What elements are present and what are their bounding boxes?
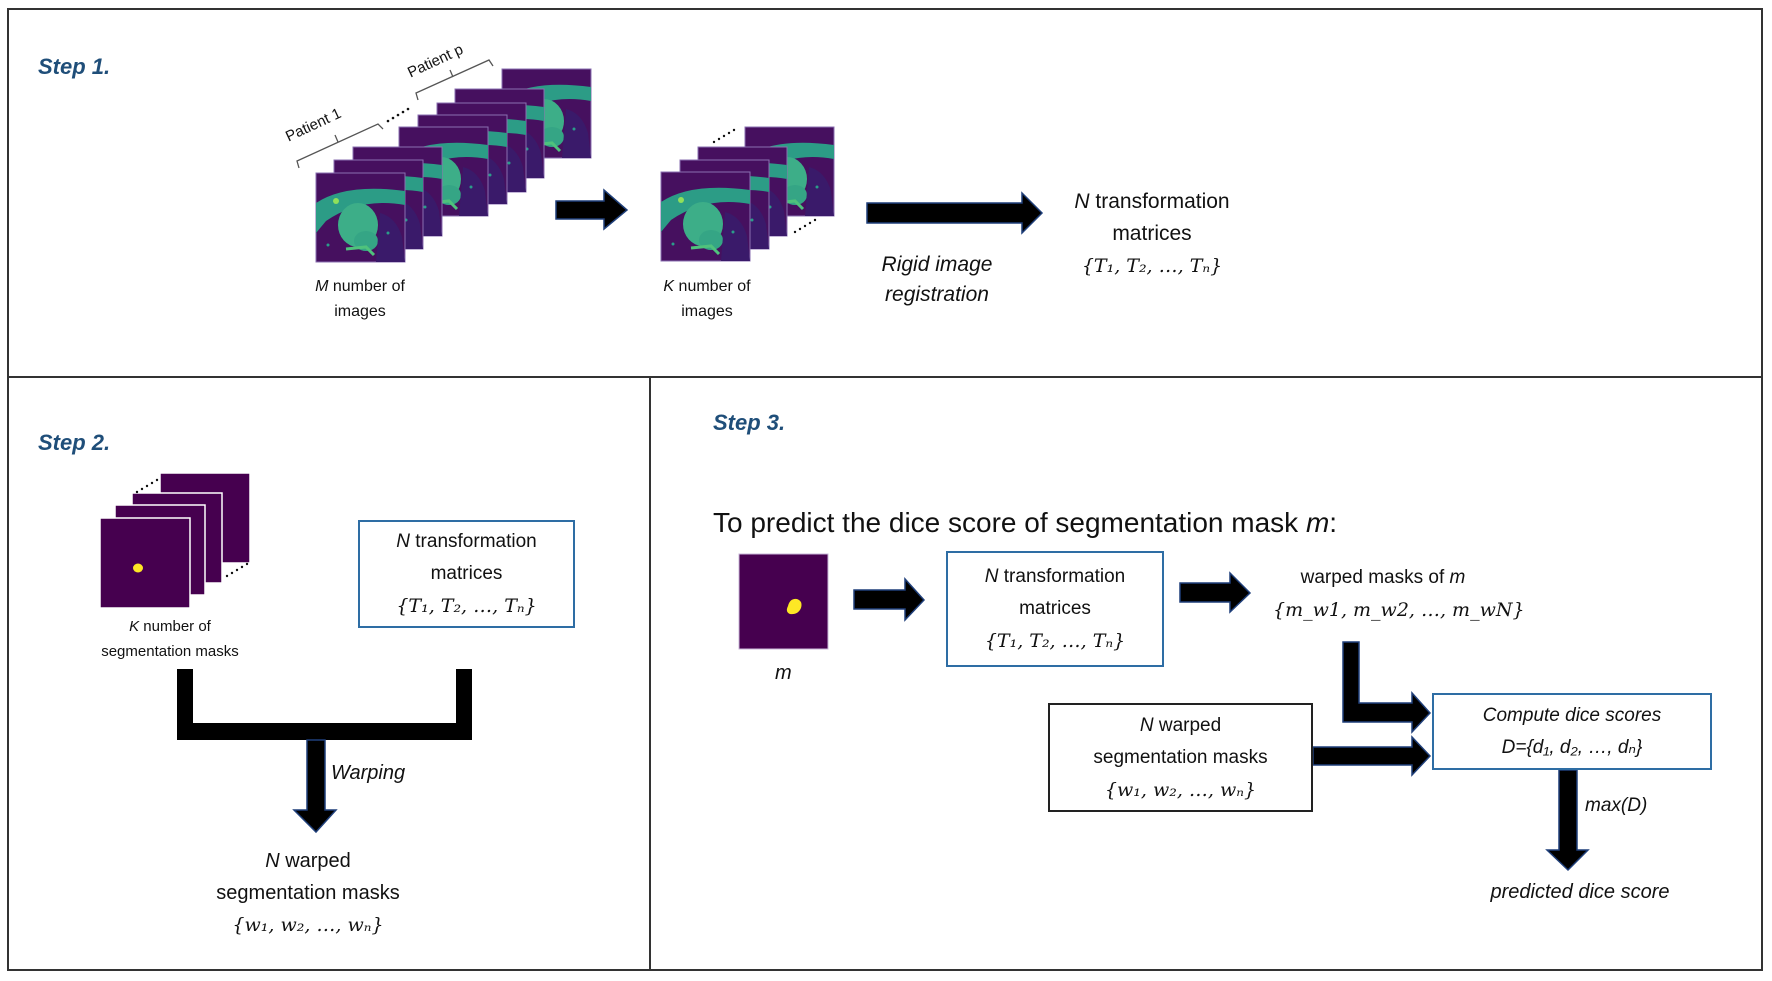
wb-line2: segmentation masks <box>1093 746 1268 768</box>
k-var: K <box>663 278 675 295</box>
ellipsis-dots <box>386 107 410 123</box>
mask-m-image <box>738 553 829 650</box>
k-stack-dots <box>712 128 817 234</box>
masks-var: K <box>129 618 140 635</box>
m-images-caption: M number of images <box>290 274 430 324</box>
arrow-registration <box>866 191 1044 235</box>
result-line2: segmentation masks <box>216 882 400 904</box>
step2-result: N warped segmentation masks {w₁, w₂, …, … <box>188 845 428 941</box>
mask-m-label: m <box>775 662 792 684</box>
masks-line1: number of <box>139 618 211 635</box>
s3-box-var: N <box>984 566 999 587</box>
m-caption-rest: number of <box>328 278 405 295</box>
compute-dice-box: Compute dice scores D={d₁, d₂, …, dₙ} <box>1432 693 1712 770</box>
wb-line1: warped <box>1153 714 1222 736</box>
arrow-to-warped-m <box>1179 571 1252 614</box>
lead-colon: : <box>1329 507 1338 538</box>
k-images-caption: K number of images <box>637 274 777 324</box>
registration-line2: registration <box>885 283 989 306</box>
step3-panel <box>649 376 1763 971</box>
box-line2: matrices <box>430 563 503 584</box>
step3-lead: To predict the dice score of segmentatio… <box>713 507 1337 539</box>
arrow-warped-masks-to-compute <box>1312 735 1432 777</box>
merge-connector <box>177 669 472 740</box>
warping-label: Warping <box>331 762 406 784</box>
warped-masks-of-m: warped masks of m {m_w1, m_w2, …, m_wN} <box>1273 562 1525 627</box>
predicted-dice-score: predicted dice score <box>1490 881 1670 903</box>
step2-label: Step 2. <box>38 430 111 455</box>
masks-line2: segmentation masks <box>101 643 239 660</box>
result-line1: warped <box>279 850 351 872</box>
s3-box-line1: transformation <box>998 566 1126 587</box>
wb-var: N <box>1139 714 1154 736</box>
s3-box-set: {T₁, T₂, …, Tₙ} <box>984 630 1126 652</box>
registration-label: Rigid image registration <box>867 250 1007 310</box>
k-image-stack <box>659 125 836 263</box>
lead-text: To predict the dice score of segmentatio… <box>713 507 1306 538</box>
box-var: N <box>396 531 410 552</box>
warped-seg-masks-box: N warped segmentation masks {w₁, w₂, …, … <box>1048 703 1313 812</box>
output-line2: matrices <box>1112 222 1192 245</box>
output-var: N <box>1074 190 1090 213</box>
box-line1: transformation <box>410 531 537 552</box>
compute-line2: D={d₁, d₂, …, dₙ} <box>1501 736 1643 758</box>
warped-m-line1: warped masks of <box>1300 567 1450 588</box>
masks-caption: K number of segmentation masks <box>80 614 260 664</box>
max-label: max(D) <box>1585 795 1648 816</box>
result-var: N <box>265 850 280 872</box>
registration-line1: Rigid image <box>881 253 993 276</box>
m-caption-line2: images <box>334 303 386 320</box>
k-caption-line2: images <box>681 303 733 320</box>
step3-transform-box: N transformation matrices {T₁, T₂, …, Tₙ… <box>946 551 1164 667</box>
mask-stack-dots <box>135 478 249 578</box>
step3-label: Step 3. <box>713 410 786 435</box>
box-set: {T₁, T₂, …, Tₙ} <box>396 595 537 617</box>
patient-p-bracket <box>415 59 494 101</box>
arrow-apply-transform <box>853 577 926 622</box>
compute-line1: Compute dice scores <box>1482 704 1662 726</box>
step2-transform-box: N transformation matrices {T₁, T₂, …, Tₙ… <box>358 520 575 628</box>
s3-box-line2: matrices <box>1019 598 1091 619</box>
arrow-warping <box>292 739 338 834</box>
lead-var: m <box>1305 507 1330 538</box>
arrow-warped-m-to-compute <box>1342 641 1432 734</box>
output-set: {T₁, T₂, …, Tₙ} <box>1081 255 1223 277</box>
output-line1: transformation <box>1089 190 1230 213</box>
m-image-stack <box>314 67 593 264</box>
patient-1-bracket <box>296 123 384 169</box>
result-set: {w₁, w₂, …, wₙ} <box>232 914 384 936</box>
wb-set: {w₁, w₂, …, wₙ} <box>1104 778 1257 801</box>
m-var: M <box>315 278 329 295</box>
arrow-select-images <box>555 188 629 231</box>
arrow-max <box>1545 769 1590 872</box>
warped-m-set: {m_w1, m_w2, …, m_wN} <box>1273 599 1525 621</box>
k-caption-rest: number of <box>674 278 751 295</box>
mask-stack <box>99 472 251 609</box>
step1-output: N transformation matrices {T₁, T₂, …, Tₙ… <box>1052 186 1252 282</box>
step1-label: Step 1. <box>38 54 111 79</box>
warped-m-var: m <box>1449 567 1466 588</box>
